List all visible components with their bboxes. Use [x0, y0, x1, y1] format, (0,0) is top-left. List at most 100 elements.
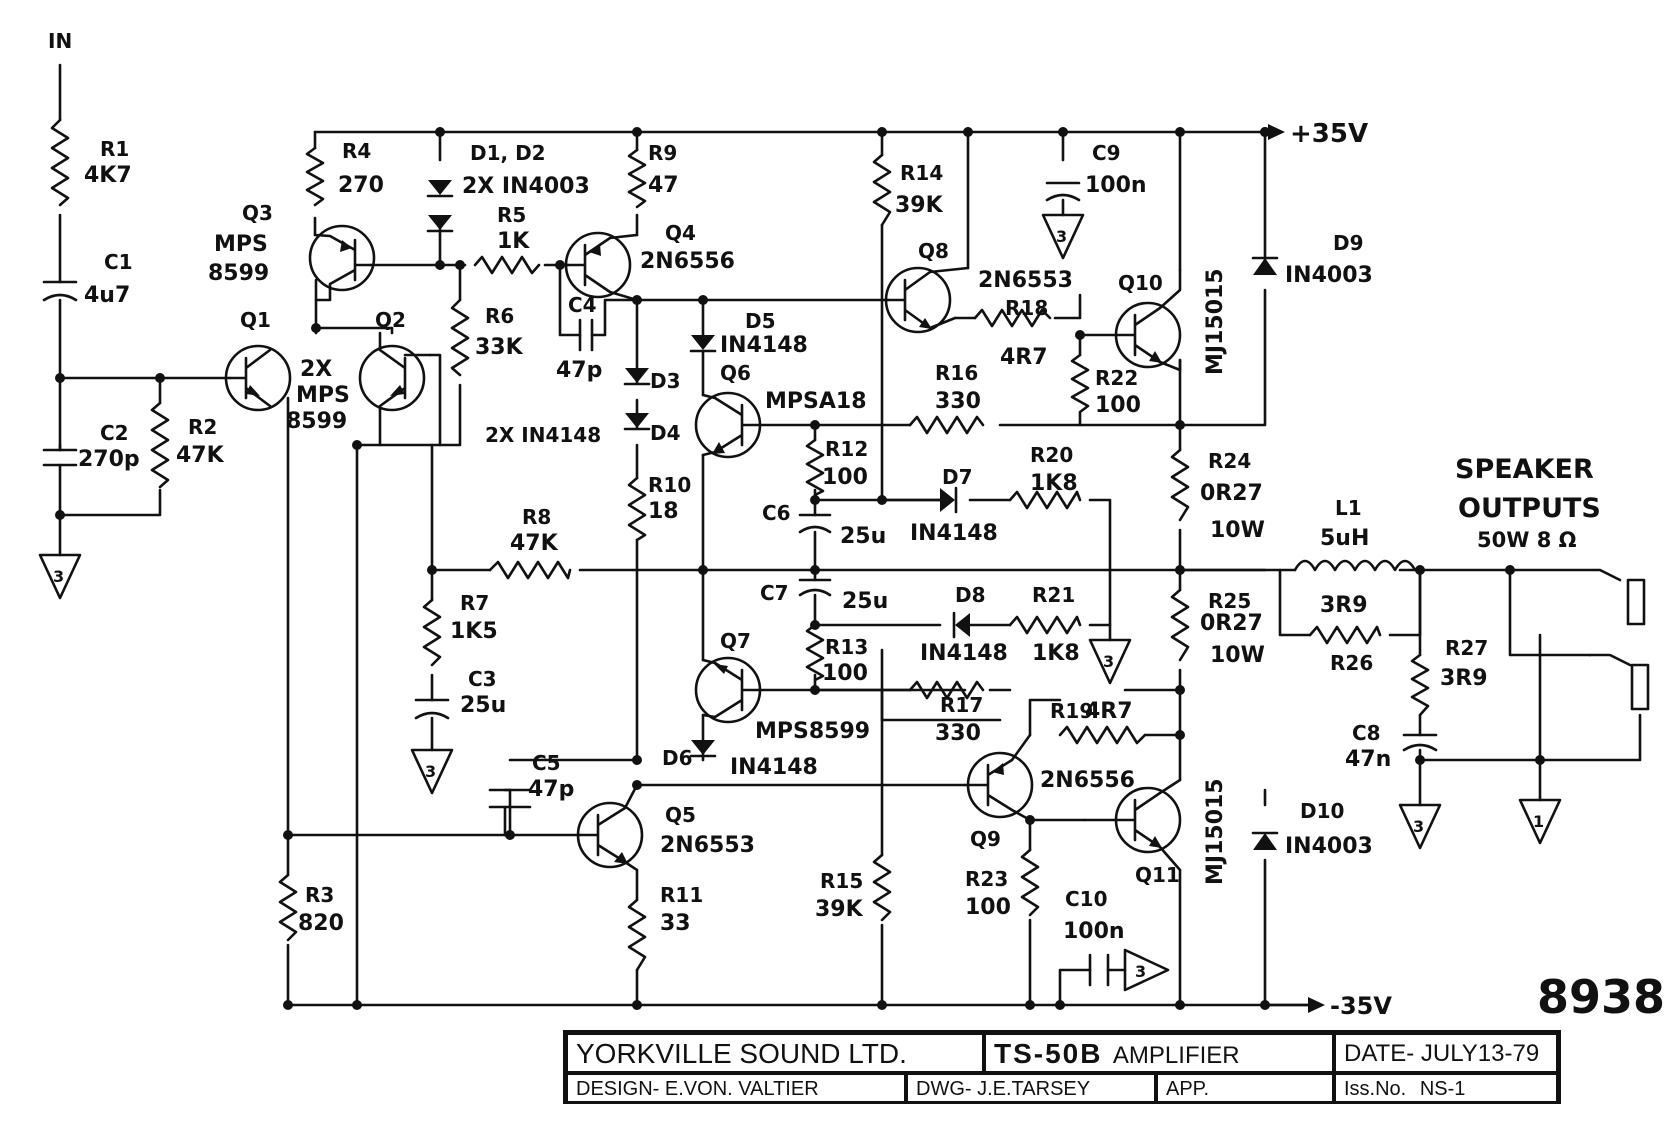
ground-c9: 3 — [1041, 213, 1085, 260]
d4-ref-label: D4 — [650, 421, 681, 445]
r12-ref-label: R12 — [825, 437, 868, 461]
r10-ref-label: R10 — [648, 473, 691, 497]
model-name: TS-50B — [994, 1038, 1103, 1069]
wiring — [58, 63, 1642, 1007]
q7-symbol — [694, 656, 762, 724]
q8-ref-label: Q8 — [918, 239, 949, 263]
r3-ref-label: R3 — [305, 883, 334, 907]
company-name: YORKVILLE SOUND LTD. — [566, 1033, 984, 1073]
c9-value-label: 100n — [1085, 173, 1147, 198]
r3-symbol — [278, 873, 298, 942]
ground-c10: 3 — [1123, 948, 1170, 992]
c2-ref-label: C2 — [100, 421, 129, 445]
c9-symbol — [1045, 181, 1081, 202]
c2-symbol — [42, 448, 78, 467]
r5-symbol — [473, 255, 541, 275]
q10-value-label: MJ15015 — [1203, 268, 1228, 375]
r13-symbol — [805, 623, 825, 682]
ground-d8: 3 — [1088, 638, 1132, 685]
r26-value-label: 3R9 — [1320, 593, 1368, 618]
r4-symbol — [305, 146, 325, 207]
svg-text:3: 3 — [1056, 227, 1067, 246]
r14-ref-label: R14 — [900, 161, 943, 185]
d6-symbol — [689, 740, 717, 758]
r7-ref-label: R7 — [460, 591, 489, 615]
q11-value-label: MJ15015 — [1203, 778, 1228, 885]
r20-ref-label: R20 — [1030, 443, 1073, 467]
c4-value-label: 47p — [556, 358, 602, 383]
d10-symbol — [1251, 831, 1279, 850]
r21-value-label: 1K8 — [1032, 641, 1080, 666]
r5-ref-label: R5 — [497, 203, 526, 227]
r25-value-label: 0R27 — [1200, 611, 1263, 636]
diode-symbols — [426, 180, 1279, 850]
d1d2-value-label: 2X IN4003 — [462, 174, 590, 199]
q2-ref-label: Q2 — [375, 308, 406, 332]
r11-ref-label: R11 — [660, 883, 703, 907]
q6-ref-label: Q6 — [720, 361, 751, 385]
r15-ref-label: R15 — [820, 869, 863, 893]
r16-value-label: 330 — [935, 389, 981, 414]
r6-ref-label: R6 — [485, 304, 514, 328]
r21-symbol — [1008, 615, 1082, 635]
c6-ref-label: C6 — [762, 501, 791, 525]
r12-value-label: 100 — [822, 465, 868, 490]
c2-value-label: 270p — [78, 447, 140, 472]
d7-value-label: IN4148 — [910, 521, 998, 546]
svg-text:3: 3 — [1413, 817, 1424, 836]
date-cell: DATE- JULY13-79 — [1334, 1033, 1558, 1073]
drawing-number: 8938 — [1537, 970, 1665, 1024]
d3-ref-label: D3 — [650, 369, 681, 393]
r22-ref-label: R22 — [1095, 366, 1138, 390]
r25-ref-label: R25 — [1208, 589, 1251, 613]
q6-value-label: MPSA18 — [765, 389, 867, 414]
r24-value-label: 10W — [1210, 518, 1265, 543]
r20-value-label: 1K8 — [1030, 471, 1078, 496]
d1-symbol — [426, 180, 454, 198]
r25-value-label: 10W — [1210, 643, 1265, 668]
svg-text:3: 3 — [1135, 962, 1146, 981]
r7-value-label: 1K5 — [450, 619, 498, 644]
d1d2-ref-label: D1, D2 — [470, 141, 546, 165]
r18-ref-label: R18 — [1005, 296, 1048, 320]
r19-ref-label: R19 — [1050, 699, 1093, 723]
ground-speaker: 1 — [1518, 798, 1562, 845]
r10-symbol — [627, 476, 647, 542]
q1q2-value-label: 8599 — [286, 409, 347, 434]
q10-ref-label: Q10 — [1118, 271, 1163, 295]
input-label: IN — [48, 29, 72, 53]
capacitor-symbols — [42, 181, 1438, 987]
r1-ref-label: R1 — [100, 137, 129, 161]
power-rail-arrows — [1268, 124, 1325, 1013]
q11-symbol — [1083, 778, 1182, 872]
d8-symbol — [952, 611, 970, 639]
q10-symbol — [1078, 268, 1182, 372]
q5-symbol — [576, 783, 644, 872]
model-cell: TS-50B AMPLIFIER — [984, 1033, 1334, 1073]
r5-value-label: 1K — [497, 229, 530, 254]
r4-value-label: 270 — [338, 173, 384, 198]
q3-symbol — [308, 224, 376, 302]
junction-dots — [55, 127, 1545, 1010]
r24-symbol — [1170, 448, 1190, 522]
svg-text:3: 3 — [1103, 652, 1114, 671]
q3-ref-label: Q3 — [242, 201, 273, 225]
c3-value-label: 25u — [460, 693, 506, 718]
r4-ref-label: R4 — [342, 139, 371, 163]
iss-value: NS-1 — [1419, 1078, 1466, 1100]
r21-ref-label: R21 — [1032, 583, 1075, 607]
r25-symbol — [1170, 588, 1190, 662]
d7-ref-label: D7 — [942, 465, 973, 489]
r18-symbol — [973, 308, 1052, 328]
c10-symbol — [1088, 953, 1110, 987]
d9-value-label: IN4003 — [1285, 263, 1373, 288]
r7-symbol — [422, 598, 442, 667]
c4-ref-label: C4 — [568, 293, 597, 317]
q4-symbol — [564, 231, 639, 302]
d5-symbol — [689, 335, 717, 353]
r11-symbol — [627, 898, 647, 972]
r26-ref-label: R26 — [1330, 651, 1373, 675]
r9-ref-label: R9 — [648, 141, 677, 165]
c7-symbol — [798, 578, 832, 597]
q9-symbol — [963, 733, 1034, 822]
